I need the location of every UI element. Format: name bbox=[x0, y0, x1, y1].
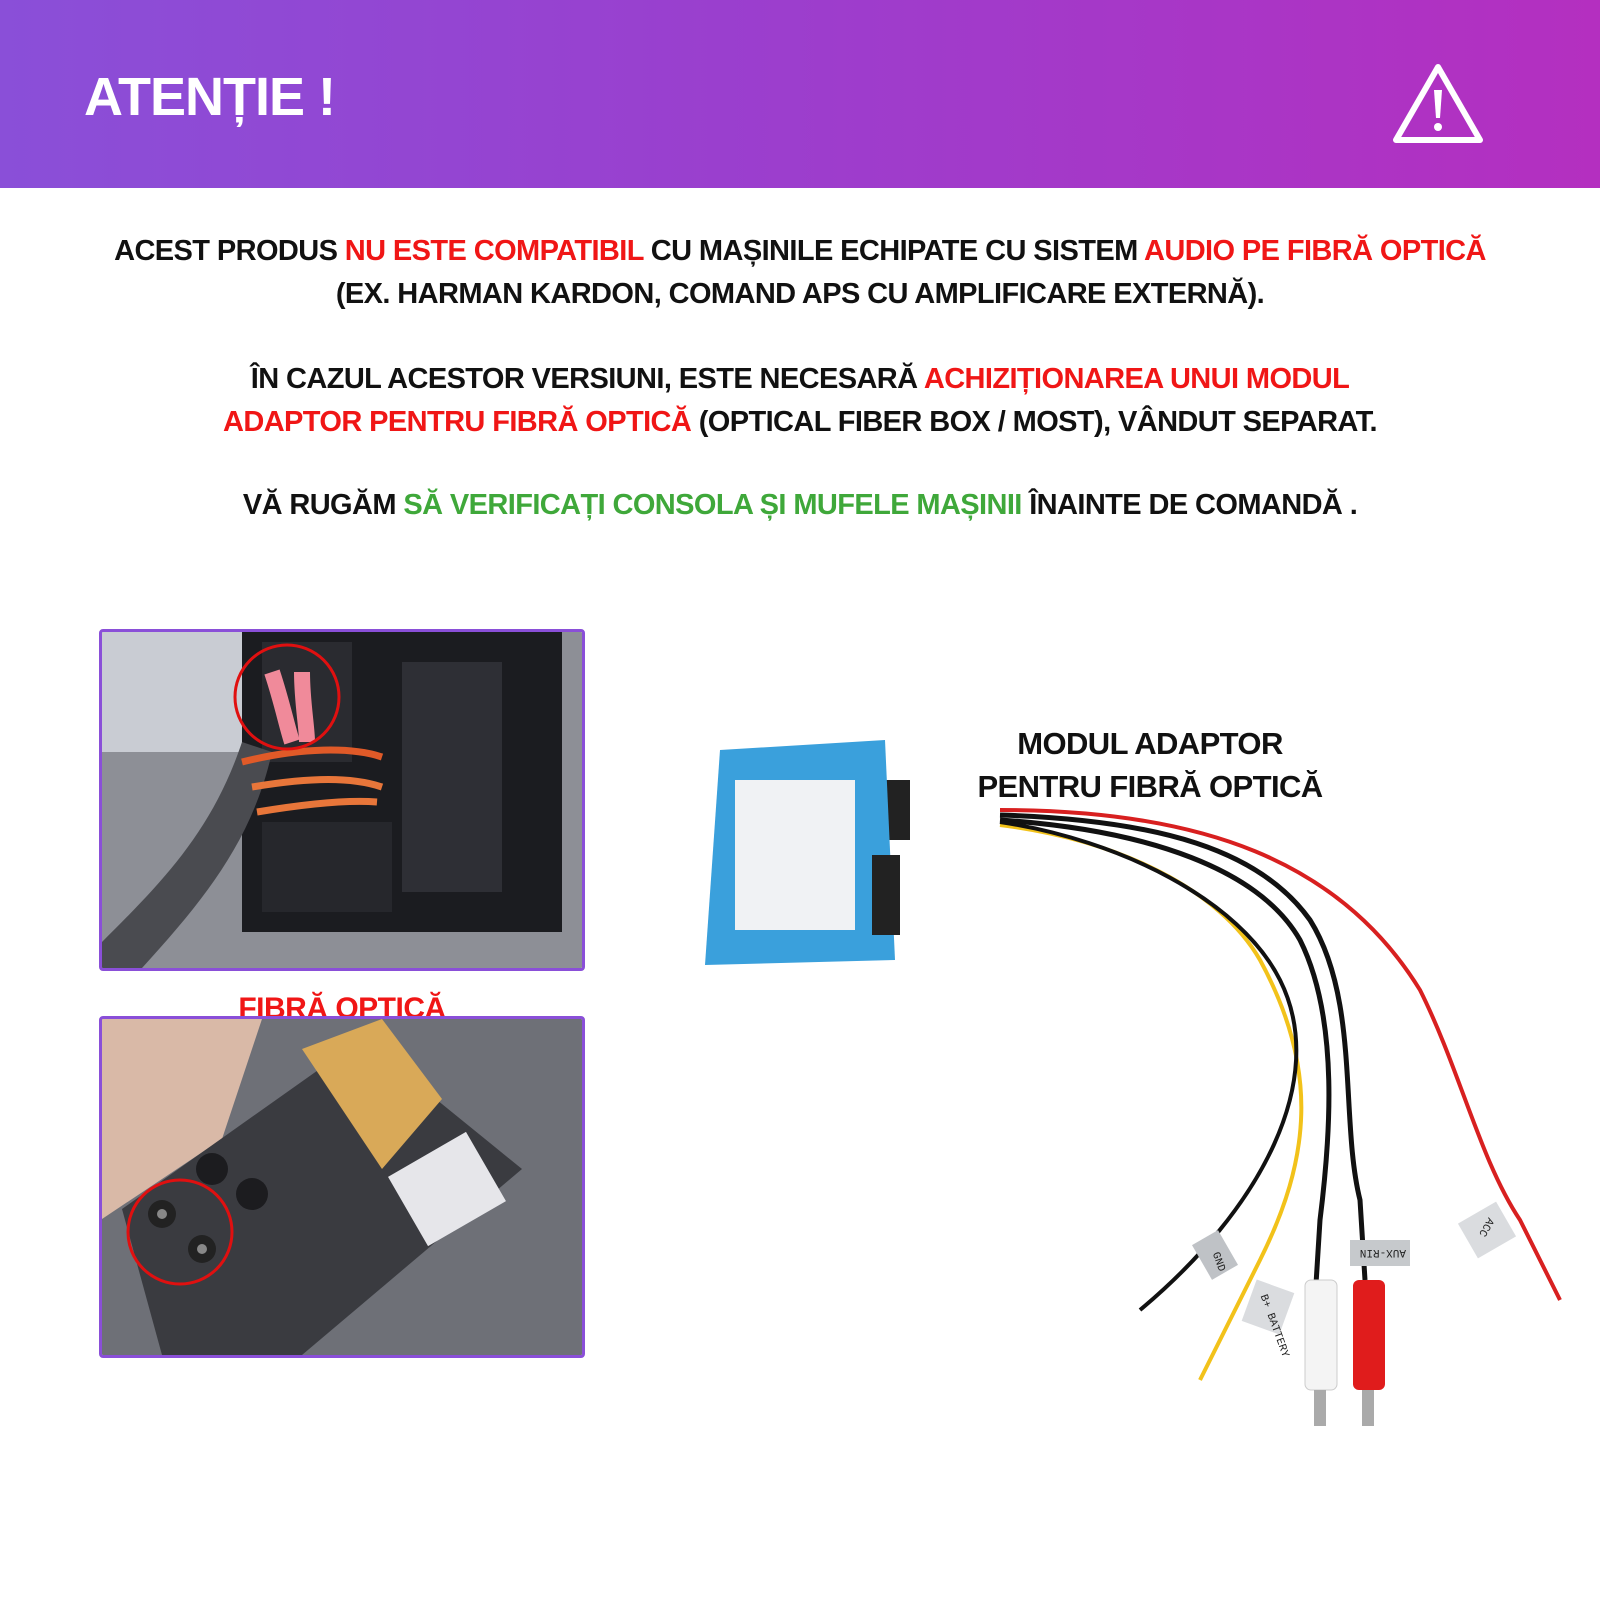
fiber-adapter-module-illustration: GND B+ BATTERY AUX-RIN ACC bbox=[705, 740, 1562, 1426]
highlight-red: AUDIO PE FIBRĂ OPTICĂ bbox=[1144, 235, 1486, 267]
header-banner: ATENȚIE ! bbox=[0, 0, 1600, 188]
warning-triangle-icon bbox=[1393, 64, 1483, 143]
highlight-red: ACHIZIȚIONAREA UNUI MODUL bbox=[923, 363, 1350, 395]
text: (OPTICAL FIBER BOX / MOST), VÂNDUT SEPAR… bbox=[691, 406, 1378, 438]
text: ACEST PRODUS bbox=[114, 235, 345, 267]
module-label-line1: MODUL ADAPTOR bbox=[1017, 726, 1283, 761]
wire-tag-aux: AUX-RIN bbox=[1360, 1246, 1406, 1258]
connector-photo-bottom bbox=[99, 1016, 585, 1358]
compatibility-notice: ACEST PRODUS NU ESTE COMPATIBIL CU MAȘIN… bbox=[0, 230, 1600, 316]
connector-photo-top bbox=[99, 629, 585, 971]
highlight-red: NU ESTE COMPATIBIL bbox=[344, 235, 644, 267]
adapter-notice: ÎN CAZUL ACESTOR VERSIUNI, ESTE NECESARĂ… bbox=[0, 358, 1600, 444]
connector-illustration bbox=[102, 632, 582, 968]
text: (EX. HARMAN KARDON, COMAND APS CU AMPLIF… bbox=[335, 278, 1265, 310]
text: VĂ RUGĂM bbox=[242, 489, 404, 521]
text: ÎNAINTE DE COMANDĂ . bbox=[1021, 489, 1358, 521]
text: ÎN CAZUL ACESTOR VERSIUNI, ESTE NECESARĂ bbox=[250, 363, 924, 395]
highlight-red: ADAPTOR PENTRU FIBRĂ OPTICĂ bbox=[223, 406, 692, 438]
module-label: MODUL ADAPTOR PENTRU FIBRĂ OPTICĂ bbox=[940, 722, 1360, 808]
highlight-green: SĂ VERIFICAȚI CONSOLA ȘI MUFELE MAȘINII bbox=[403, 489, 1022, 521]
module-label-line2: PENTRU FIBRĂ OPTICĂ bbox=[977, 769, 1323, 804]
header-title: ATENȚIE ! bbox=[84, 67, 336, 127]
text: CU MAȘINILE ECHIPATE CU SISTEM bbox=[643, 235, 1145, 267]
quadlock-illustration bbox=[102, 1019, 582, 1355]
verify-notice: VĂ RUGĂM SĂ VERIFICAȚI CONSOLA ȘI MUFELE… bbox=[0, 484, 1600, 527]
